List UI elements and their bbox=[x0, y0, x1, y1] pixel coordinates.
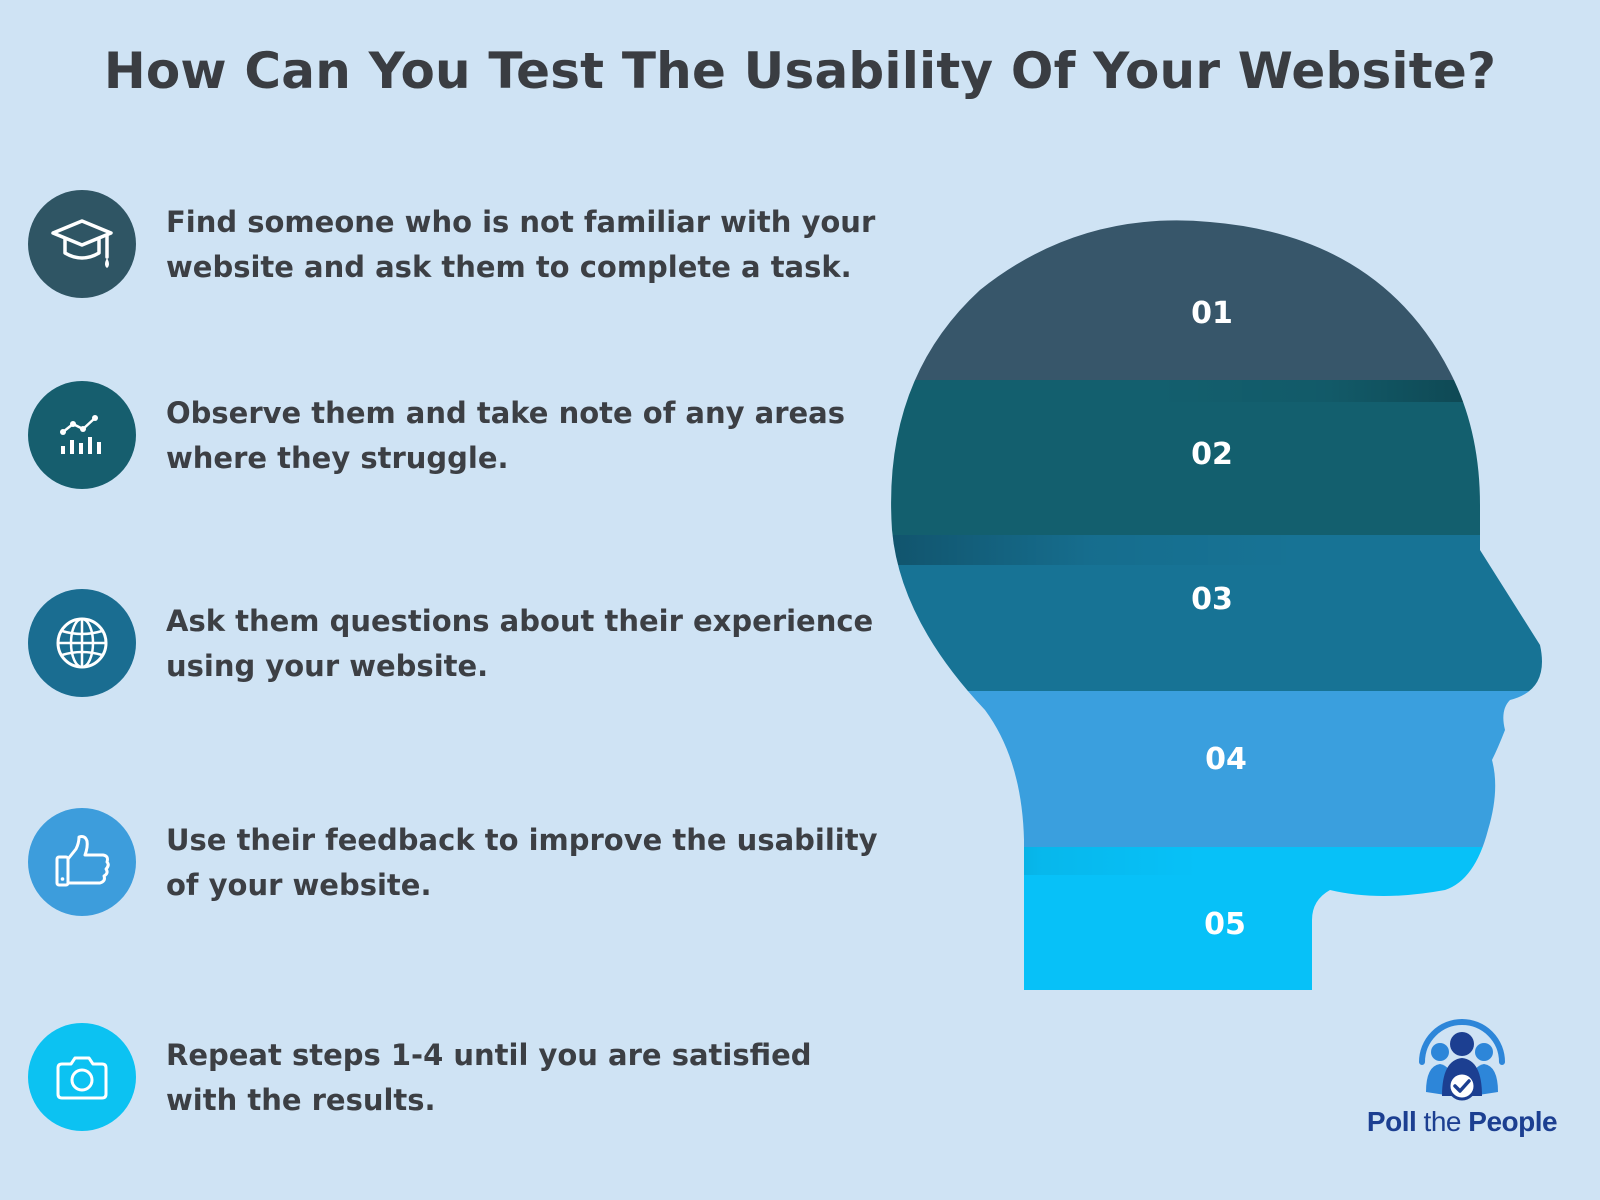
step-5-text: Repeat steps 1-4 until you are satisfied… bbox=[166, 1038, 812, 1117]
logo-word-poll: Poll bbox=[1366, 1106, 1417, 1137]
head-band-1-label: 01 bbox=[1191, 296, 1233, 331]
people-check-icon bbox=[1419, 1019, 1505, 1101]
logo-word-the: the bbox=[1423, 1106, 1462, 1137]
step-5-badge bbox=[28, 1023, 136, 1131]
globe-icon bbox=[56, 617, 108, 669]
poll-the-people-logo: Poll the People bbox=[1362, 1012, 1562, 1142]
step-3-badge bbox=[28, 589, 136, 697]
head-band-2-label: 02 bbox=[1191, 437, 1233, 472]
page-title: How Can You Test The Usability Of Your W… bbox=[103, 42, 1497, 100]
step-3-text: Ask them questions about their experienc… bbox=[166, 604, 874, 683]
step-2-badge bbox=[28, 381, 136, 489]
thumbs-up-icon bbox=[55, 835, 110, 887]
logo-wordmark: Poll the People bbox=[1362, 1106, 1562, 1138]
step-1: Find someone who is not familiar with yo… bbox=[28, 190, 888, 300]
step-1-text: Find someone who is not familiar with yo… bbox=[166, 205, 876, 284]
step-2-text: Observe them and take note of any areas … bbox=[166, 396, 845, 475]
graduation-cap-icon bbox=[51, 219, 113, 268]
step-1-badge bbox=[28, 190, 136, 298]
logo-word-people: People bbox=[1468, 1106, 1558, 1137]
step-4-text: Use their feedback to improve the usabil… bbox=[166, 823, 878, 902]
step-2: Observe them and take note of any areas … bbox=[28, 381, 888, 491]
head-band-2 bbox=[891, 380, 1542, 535]
step-4-badge bbox=[28, 808, 136, 916]
head-band-5-label: 05 bbox=[1204, 907, 1246, 942]
camera-icon bbox=[56, 1056, 108, 1100]
analytics-chart-icon bbox=[60, 415, 101, 454]
step-4: Use their feedback to improve the usabil… bbox=[28, 808, 888, 918]
step-3: Ask them questions about their experienc… bbox=[28, 589, 888, 699]
step-5: Repeat steps 1-4 until you are satisfied… bbox=[28, 1023, 888, 1133]
head-band-4-label: 04 bbox=[1205, 742, 1247, 777]
head-silhouette: 01 02 03 04 05 bbox=[891, 220, 1542, 990]
head-band-3-label: 03 bbox=[1191, 582, 1233, 617]
